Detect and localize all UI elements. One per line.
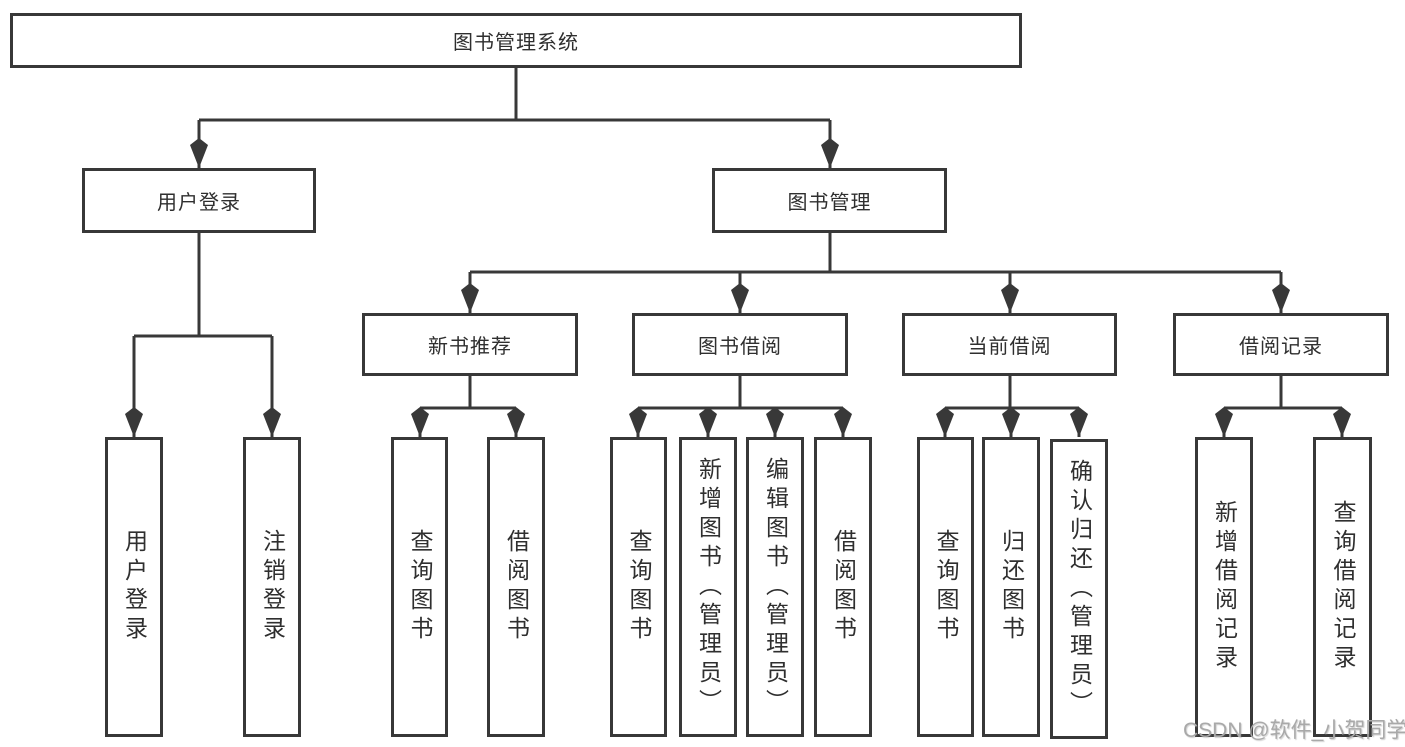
node-borrow-records: 借阅记录 [1173,313,1389,376]
leaf-user-login: 用户登录 [105,437,163,737]
node-user-login: 用户登录 [82,168,316,233]
leaf-bb-borrow-books: 借阅图书 [814,437,872,737]
leaf-bb-add-books-admin: 新增图书（管理员） [679,437,737,737]
leaf-logout: 注销登录 [243,437,301,737]
leaf-br-query-record: 查询借阅记录 [1313,437,1372,737]
csdn-watermark: CSDN @软件_小贺同学 [1183,719,1405,742]
leaf-bb-query-books: 查询图书 [610,437,667,737]
leaf-br-add-record: 新增借阅记录 [1195,437,1253,737]
node-current-borrow: 当前借阅 [902,313,1117,376]
node-root-library-system: 图书管理系统 [10,13,1022,68]
leaf-cb-query-books: 查询图书 [917,437,974,737]
leaf-cb-return-books: 归还图书 [982,437,1040,737]
node-book-management: 图书管理 [712,168,947,233]
leaf-nb-query-books: 查询图书 [391,437,448,737]
leaf-nb-borrow-books: 借阅图书 [487,437,545,737]
node-book-borrow: 图书借阅 [632,313,848,376]
leaf-bb-edit-books-admin: 编辑图书（管理员） [746,437,804,737]
leaf-cb-confirm-return-admin: 确认归还（管理员） [1050,439,1108,739]
node-new-book-recommend: 新书推荐 [362,313,578,376]
